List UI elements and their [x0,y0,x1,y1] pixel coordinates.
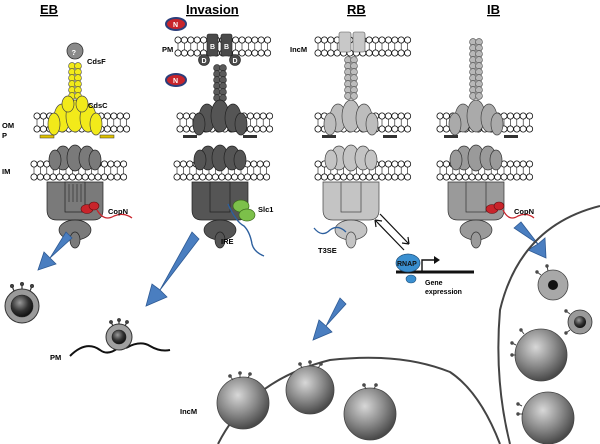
panel-title-rb: RB [347,2,366,17]
copn-eb-label: CopN [108,207,128,216]
rnap-complex [395,253,474,284]
b-right-label: B [224,44,229,51]
d-left-label: D [202,58,207,65]
invasion-injectisome: B B D D [191,33,249,249]
pm-bottom-label: PM [50,353,61,362]
copn-ib [485,201,535,219]
rb-inclusion [216,356,501,444]
question-mark-label: ? [72,48,77,57]
slc1-label: Slc1 [258,205,273,214]
om-label: OM [2,121,14,130]
double-arrow [374,213,410,251]
slc1-complex [227,199,265,257]
copn-eb [80,201,133,219]
p-label: P [2,131,7,140]
incm-top-label: IncM [290,45,307,54]
ire-label: IRE [221,237,234,246]
t3se-label: T3SE [318,246,337,255]
pm-top-label: PM [162,45,173,54]
tip-protein-unknown [66,42,84,60]
t3se-effector [313,226,347,235]
cdsf-label: CdsF [87,57,106,66]
rnap-label: RNAP [397,261,417,268]
eb-cell [4,282,40,324]
rb-injectisome [322,31,380,249]
n-oval-bottom: N [165,73,187,87]
incm-bottom-label: IncM [180,407,197,416]
ib-injectisome [447,38,505,249]
n-oval-top: N [165,17,187,31]
svg-text:N: N [173,78,178,85]
peptidoglycan-bars [39,134,518,139]
cdsc-label: CdsC [88,101,108,110]
ib-inclusion [497,205,600,444]
invasion-entry [69,318,171,357]
im-label: IM [2,167,10,176]
panel-title-eb: EB [40,2,58,17]
svg-text:N: N [173,22,178,29]
b-left-label: B [210,44,215,51]
panel-title-invasion: Invasion [186,2,239,17]
eb-injectisome: ? [46,42,104,249]
panel-title-ib: IB [487,2,500,17]
copn-ib-label: CopN [514,207,534,216]
blue-arrows [37,221,547,341]
d-right-label: D [233,58,238,65]
